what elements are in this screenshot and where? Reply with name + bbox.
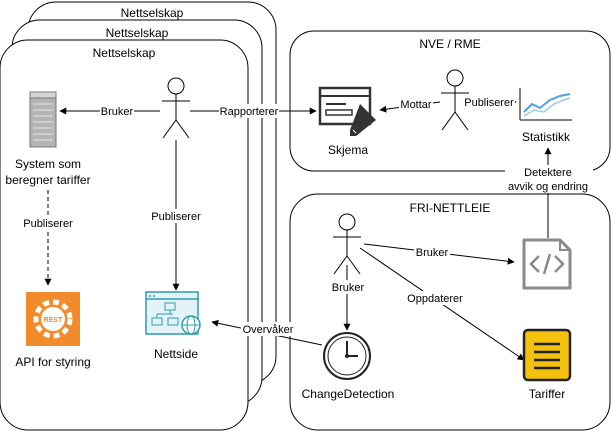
rest-badge: REST: [44, 317, 63, 324]
container-title-back1: Nettselskap: [106, 26, 169, 40]
edge-label-publishes-stats: Publiserer: [464, 97, 514, 109]
tariff-document-icon: [522, 328, 572, 382]
edge-detect: Detektere avvik og endring: [505, 147, 593, 238]
actor-nettselskap: [162, 77, 190, 139]
edge-uses-cd: Bruker: [330, 265, 366, 331]
server-icon: [29, 91, 57, 148]
edge-label-uses-cd: Bruker: [332, 282, 365, 294]
tariffs-label: Tariffer: [529, 387, 565, 401]
edge-label-updates: Oppdaterer: [407, 293, 463, 305]
edge-label-monitors: Overvåker: [243, 324, 294, 336]
edge-receives: Mottar: [379, 98, 441, 113]
edge-publishes-api: Publiserer: [22, 190, 74, 286]
clock-icon: [323, 332, 371, 380]
edge-label-reports: Rapporterer: [220, 106, 279, 118]
actor-nve: [441, 69, 469, 131]
actor-fri-nettleie: [333, 213, 361, 275]
edge-publishes-web: Publiserer: [150, 140, 202, 291]
edge-uses-code: Bruker: [363, 243, 515, 265]
edge-uses-system: Bruker: [59, 104, 160, 118]
system-label-line2: beregner tariffer: [5, 173, 90, 187]
changedetection-label: ChangeDetection: [302, 387, 395, 401]
statistics-label: Statistikk: [522, 130, 571, 144]
container-title-fri: FRI-NETTLEIE: [410, 201, 491, 215]
form-icon: [318, 86, 376, 136]
api-label: API for styring: [15, 355, 90, 369]
code-file-icon: [522, 238, 572, 290]
rest-api-icon: REST: [26, 292, 80, 346]
edge-label-detect-2: avvik og endring: [508, 181, 588, 193]
edge-label-detect-1: Detektere: [524, 167, 572, 179]
statistics-chart-icon: [519, 88, 572, 121]
website-icon: [145, 291, 201, 335]
edge-monitors: Overvåker: [211, 319, 323, 346]
container-title-nve: NVE / RME: [419, 37, 480, 51]
edge-publishes-stats: Publiserer: [463, 96, 517, 109]
edge-updates: Oppdaterer: [359, 247, 525, 361]
edge-label-publishes-web: Publiserer: [151, 211, 201, 223]
container-nve-rme: NVE / RME: [289, 30, 611, 172]
edge-label-receives: Mottar: [400, 99, 432, 111]
container-title-front: Nettselskap: [93, 46, 156, 60]
edge-label-uses-code: Bruker: [416, 247, 449, 259]
edge-label-uses-system: Bruker: [101, 106, 134, 118]
edge-reports: Rapporterer: [190, 104, 317, 118]
schema-label: Skjema: [328, 143, 368, 157]
container-title-back2: Nettselskap: [121, 6, 184, 20]
edge-label-publishes-api: Publiserer: [23, 218, 73, 230]
website-label: Nettside: [154, 347, 198, 361]
system-label-line1: System som: [15, 157, 81, 171]
